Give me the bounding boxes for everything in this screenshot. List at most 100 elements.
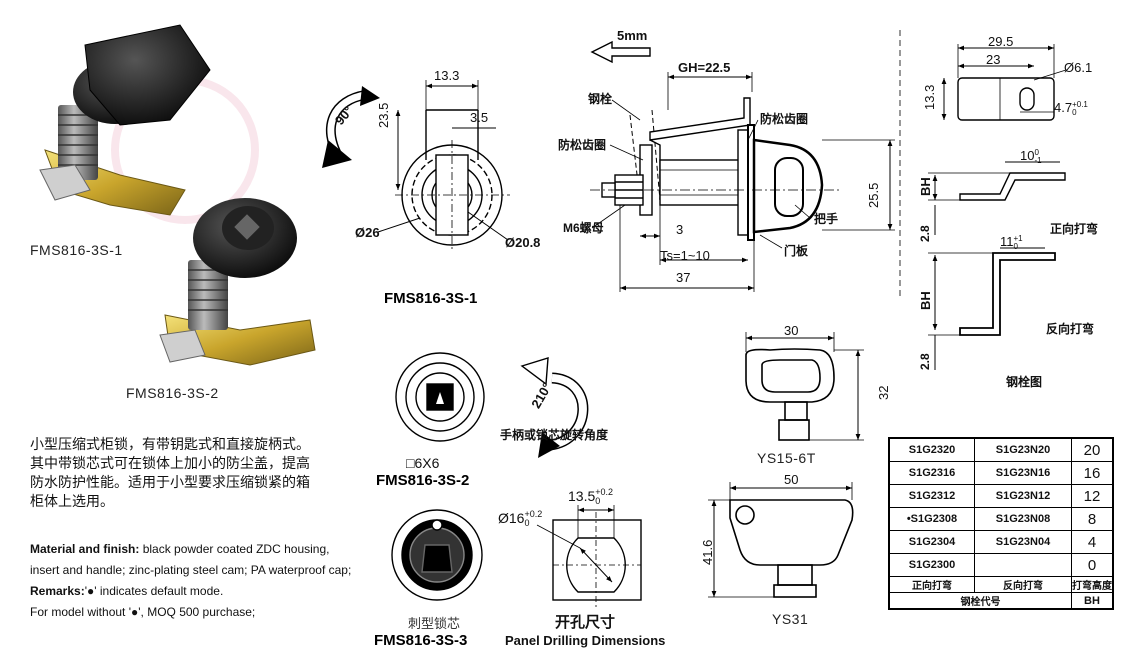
tol-13-5-low: 0	[595, 496, 601, 507]
label-bolt: 钢栓	[588, 92, 613, 106]
dim-10: 100-1	[1020, 148, 1042, 165]
dim-30: 30	[784, 323, 799, 338]
product-photo-1	[39, 24, 259, 224]
code-forward: S1G2312	[888, 484, 975, 508]
tol-16-low: 0	[524, 518, 530, 529]
dim-hole: Ø6.1	[1064, 60, 1093, 75]
dim-ts: Ts=1~10	[660, 248, 710, 263]
code-forward: S1G2320	[888, 437, 975, 462]
code-reverse: S1G23N20	[974, 437, 1072, 462]
view-3-caption: 刺型锁芯	[408, 616, 461, 631]
dim-41-6-text: 41.6	[700, 539, 715, 565]
label-washer-left: 防松齿圈	[558, 138, 607, 152]
square-size: □6X6	[406, 455, 440, 471]
remarks-text: '●' indicates default mode.	[84, 584, 224, 598]
tol-4-7-up: +0.1	[1072, 99, 1088, 109]
dim-32-text: 32	[876, 385, 891, 400]
bh-table-header: 正向打弯 反向打弯 打弯高度	[888, 576, 1114, 593]
front-view-3s-3	[391, 509, 483, 601]
label-bh-1: BH	[918, 177, 933, 196]
panel-drilling	[536, 505, 642, 608]
dim-23-5-text: 23.5	[376, 102, 391, 128]
material-label: Material and finish:	[30, 542, 140, 556]
dim-41-6: 41.6	[700, 540, 715, 565]
cam-detail	[928, 44, 1067, 370]
code-reverse: S1G23N04	[974, 530, 1072, 554]
dim-2-8-2-text: 2.8	[918, 353, 932, 370]
dim-2-8-1: 2.8	[918, 225, 932, 242]
dim-10-text: 10	[1020, 148, 1035, 163]
key-label-ys31: YS31	[772, 611, 809, 627]
tol-4-7-low: 0	[1072, 107, 1077, 117]
label-bh-2-text: BH	[918, 291, 933, 310]
dim-25-5: 25.5	[866, 183, 881, 208]
dim-32: 32	[876, 386, 891, 400]
tol-11-low: 0	[1013, 241, 1018, 251]
label-bh-1-text: BH	[918, 177, 933, 196]
drilling-title-en: Panel Drilling Dimensions	[505, 633, 666, 648]
foot-bh: BH	[1071, 592, 1114, 610]
code-reverse: S1G23N16	[974, 461, 1072, 485]
label-washer-right: 防松齿圈	[760, 112, 809, 126]
dim-3-5: 3.5	[470, 110, 489, 125]
bh-value: 8	[1071, 507, 1114, 531]
table-row: S1G2300 0	[888, 553, 1114, 577]
description-chinese: 小型压缩式柜锁，有带钥匙式和直接旋柄式。其中带锁芯式可在锁体上加小的防尘盖，提高…	[30, 437, 310, 510]
code-forward: S1G2316	[888, 461, 975, 485]
dim-13-3-cam-text: 13.3	[922, 84, 937, 110]
head-bh: 打弯高度	[1071, 576, 1114, 593]
key-ys15	[745, 332, 864, 441]
tol-10-low: 0	[1034, 147, 1039, 157]
side-view-section	[590, 30, 901, 300]
key-label-ys15: YS15-6T	[757, 450, 816, 466]
dim-37: 37	[676, 270, 691, 285]
label-forward-bend: 正向打弯	[1050, 222, 1099, 236]
view-title-3s-1: FMS816-3S-1	[384, 290, 478, 307]
front-view-3s-2	[395, 352, 589, 458]
code-reverse: S1G23N08	[974, 507, 1072, 531]
dim-16-text: Ø16	[498, 510, 525, 526]
rotation-caption: 手柄或锁芯旋转角度	[500, 428, 609, 442]
drilling-title-cn: 开孔尺寸	[555, 614, 616, 631]
foot-code: 钢栓代号	[888, 592, 1072, 610]
dim-3: 3	[676, 222, 684, 237]
dim-23-5: 23.5	[376, 103, 391, 128]
code-reverse: S1G23N12	[974, 484, 1072, 508]
bh-value: 0	[1071, 553, 1114, 577]
product-label-2: FMS816-3S-2	[126, 385, 219, 401]
view-title-3s-3: FMS816-3S-3	[374, 632, 468, 649]
front-view-3s-1	[322, 80, 510, 250]
scale-note: 5mm	[617, 28, 648, 43]
label-handle: 把手	[814, 212, 839, 226]
view-title-3s-2: FMS816-3S-2	[376, 472, 470, 489]
tol-10: -1	[1034, 155, 1042, 165]
dim-4-7-text: 4.7	[1054, 100, 1073, 115]
bh-value: 16	[1071, 461, 1114, 485]
head-forward: 正向打弯	[888, 576, 975, 593]
code-forward: S1G2300	[888, 553, 975, 577]
dim-29-5: 29.5	[988, 34, 1014, 49]
dim-25-5-text: 25.5	[866, 182, 881, 208]
dim-13-3: 13.3	[434, 68, 460, 83]
dim-23: 23	[986, 52, 1001, 67]
dim-outer-diameter: Ø26	[355, 225, 380, 240]
dim-50: 50	[784, 472, 799, 487]
tol-13-5-up: +0.2	[595, 487, 614, 498]
label-reverse-bend: 反向打弯	[1046, 322, 1095, 336]
code-forward: S1G2304	[888, 530, 975, 554]
dim-gh: GH=22.5	[678, 60, 731, 75]
code-reverse	[974, 553, 1072, 577]
dim-2-8-1-text: 2.8	[918, 225, 932, 242]
bh-value: 4	[1071, 530, 1114, 554]
dim-inner-diameter: Ø20.8	[505, 235, 541, 250]
bh-value: 20	[1071, 437, 1114, 462]
label-bh-2: BH	[918, 291, 933, 310]
